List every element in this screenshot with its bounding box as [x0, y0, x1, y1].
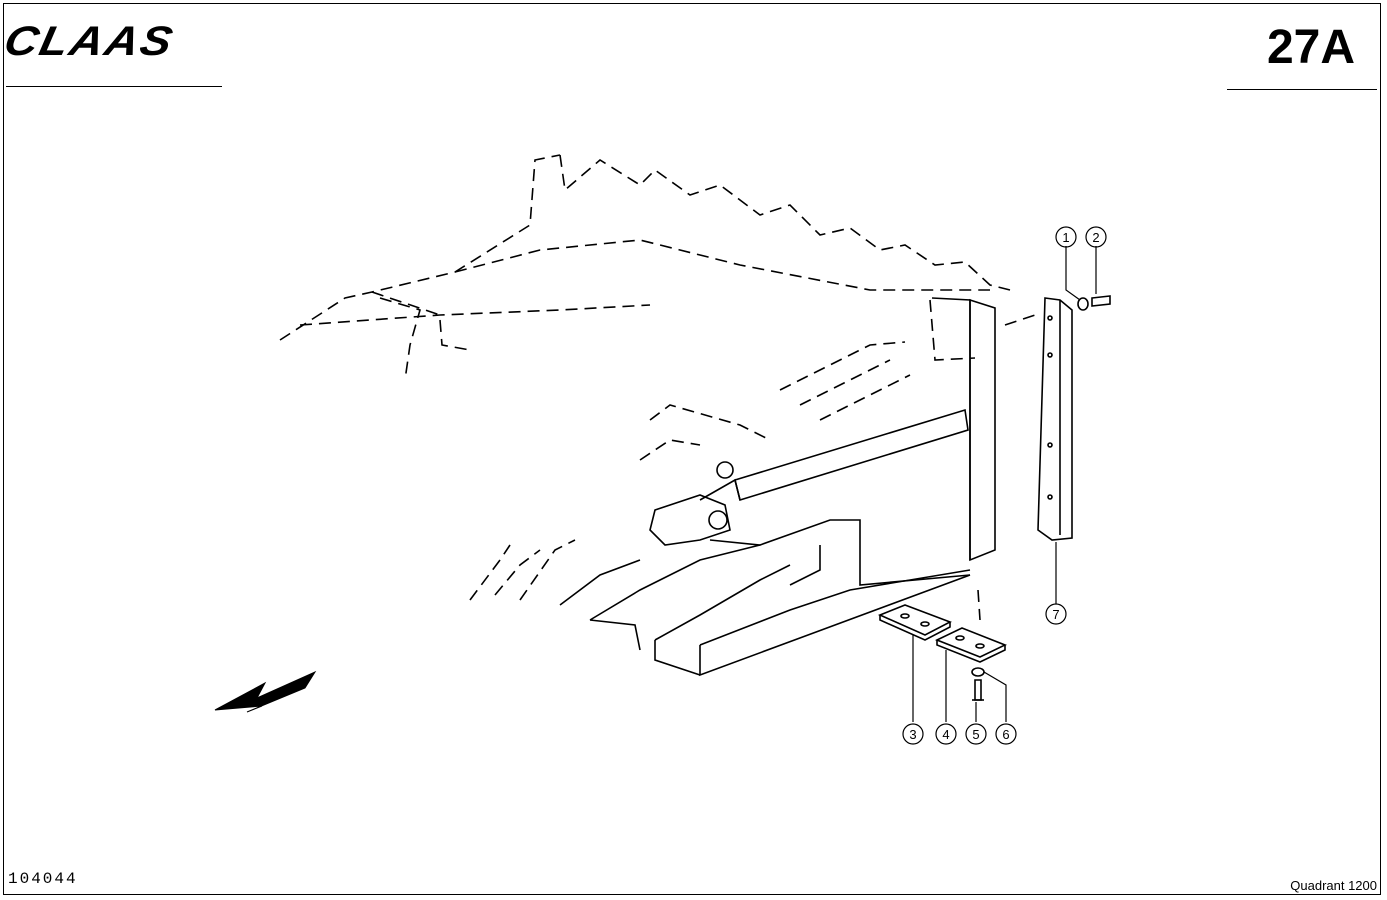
arrow-down-left-icon: [214, 670, 317, 713]
drawing-number: 104044: [8, 870, 78, 888]
callout-4: 4: [942, 727, 949, 742]
hidden-housing-lines: [279, 154, 1036, 621]
callout-2: 2: [1092, 230, 1099, 245]
leader-lines: [912, 246, 1097, 722]
callout-6: 6: [1002, 727, 1009, 742]
callout-7: 7: [1052, 607, 1059, 622]
parts-1-2-fasteners: [1077, 295, 1111, 311]
solid-frame-lines: [559, 297, 996, 677]
parts-5-6-fasteners: [971, 667, 985, 701]
model-name: Quadrant 1200: [1290, 878, 1377, 893]
part-7-wear-strip: [1037, 297, 1073, 541]
header-rule-right: [1227, 89, 1377, 90]
assembly-outline: [279, 154, 1111, 745]
header-rule-left: [6, 86, 222, 87]
sheet-frame: [3, 3, 1381, 895]
parts-3-4-plates: [877, 604, 1007, 663]
page-code: 27A: [1266, 21, 1355, 74]
callout-5: 5: [972, 727, 979, 742]
callout-circles: [902, 226, 1107, 745]
callout-1: 1: [1062, 230, 1069, 245]
callout-3: 3: [909, 727, 916, 742]
